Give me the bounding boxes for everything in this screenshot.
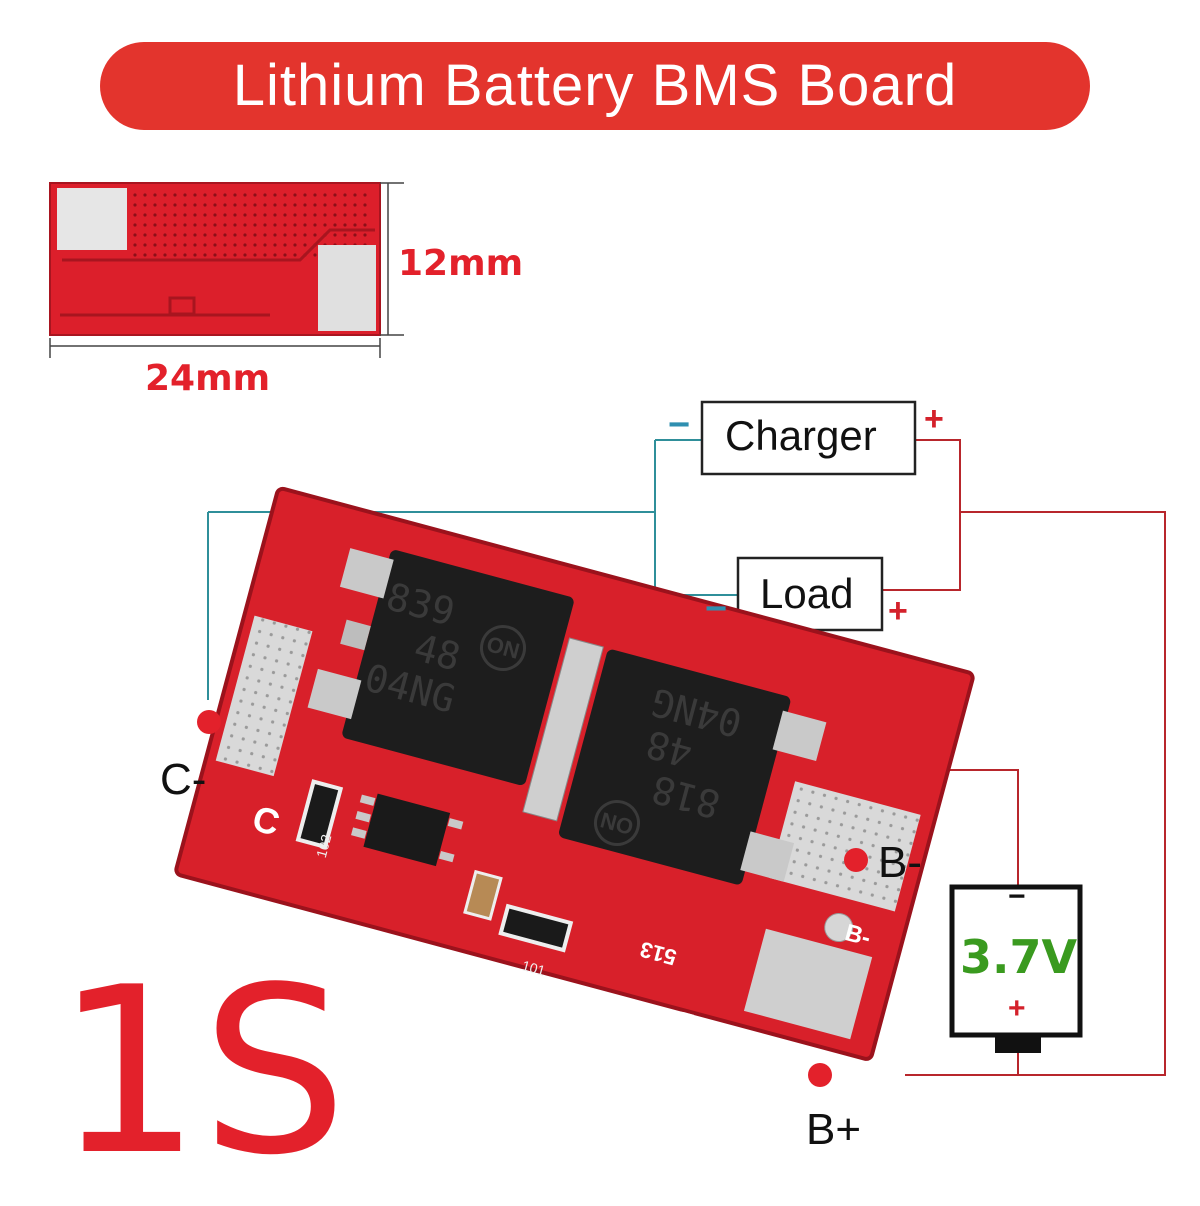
height-dimension-label: 12mm: [398, 243, 524, 284]
charger-label: Charger: [725, 412, 877, 459]
charger-minus-sign: −: [668, 404, 691, 446]
battery-voltage-label: 3.7V: [960, 930, 1078, 984]
title-banner: Lithium Battery BMS Board: [100, 42, 1090, 130]
cell-config-label: 1S: [55, 939, 348, 1206]
terminal-dot-c-minus: [197, 710, 221, 734]
charger-plus-sign: +: [924, 400, 944, 438]
battery-plus-sign: +: [1008, 992, 1026, 1025]
b-minus-label: B-: [878, 838, 922, 887]
title-text: Lithium Battery BMS Board: [232, 53, 958, 118]
pcb-board: [174, 486, 975, 1061]
load-label: Load: [760, 570, 854, 617]
c-minus-label: C-: [160, 755, 207, 804]
width-dimension-label: 24mm: [145, 358, 271, 399]
pcb-top-view: [49, 182, 404, 358]
load-minus-sign: −: [705, 588, 728, 630]
load-plus-sign: +: [888, 592, 908, 630]
terminal-dot-b-minus: [844, 848, 868, 872]
b-plus-label: B+: [806, 1105, 862, 1154]
terminal-dot-b-plus: [808, 1063, 832, 1087]
charger-box: [700, 400, 917, 476]
battery-symbol: [949, 884, 1083, 1053]
battery-minus-sign: −: [1008, 880, 1026, 913]
